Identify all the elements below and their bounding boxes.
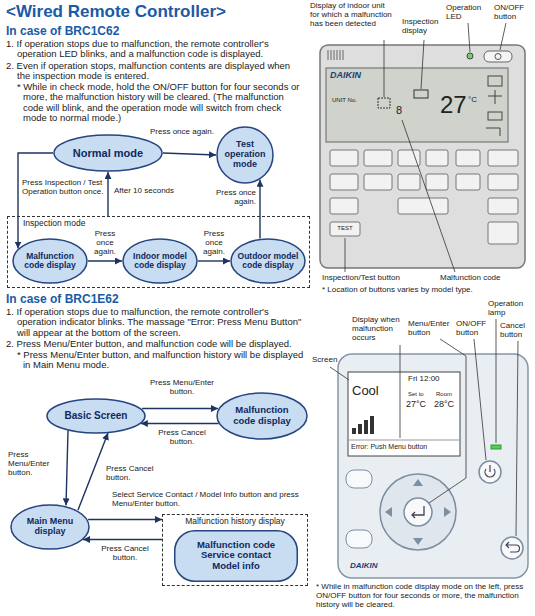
history-box: Malfunction code Service contact Model i…	[174, 530, 298, 582]
brand-logo: DAIKIN	[330, 71, 374, 81]
footnote: * While in malfunction code display mode…	[316, 583, 532, 609]
lcd-text: UNIT No.	[332, 97, 372, 104]
transition-arrow	[88, 519, 162, 520]
callout-text: Inspection display	[402, 18, 446, 36]
transition-label: After 10 seconds	[114, 186, 198, 195]
footnote: * Location of buttons varies by model ty…	[322, 286, 532, 295]
lcd-clock: Fri 12:00	[408, 375, 458, 384]
transition-label: Press Menu/Enter button.	[8, 450, 62, 478]
callout-text: Operation LED	[446, 4, 490, 22]
transition-label: Select Service Contact / Model Info butt…	[112, 490, 308, 508]
transition-arrow	[142, 408, 218, 409]
instruction-text: 1. If operation stops due to malfunction…	[6, 39, 304, 60]
flow-diagram: Normal modeTest operation modeInspection…	[6, 126, 304, 290]
callout-text: Display when malfunction occurs	[352, 316, 406, 342]
transition-arrow	[259, 180, 260, 239]
screen-ellipse: Main Menu display	[10, 504, 90, 550]
node-label: Outdoor model code display	[236, 252, 300, 271]
display-ellipse: Indoor model code display	[122, 238, 198, 284]
instruction-text: 2. Even if operation stops, malfunction …	[6, 61, 304, 82]
transition-label: Press Inspection / Test Operation button…	[22, 178, 106, 196]
page-title: <Wired Remote Controller>	[6, 2, 304, 22]
node-label: Malfunction code display	[18, 252, 82, 271]
note-text: * While in check mode, hold the ON/OFF b…	[6, 82, 304, 123]
callout-text: Display of indoor unit for which a malfu…	[310, 2, 392, 28]
lcd-temperature: 27°C	[406, 400, 432, 410]
callout-text: Menu/Enter button	[408, 320, 454, 338]
transition-arrow	[163, 153, 216, 155]
transition-arrow	[198, 260, 230, 261]
callout-text: ON/OFF button	[494, 4, 532, 22]
lcd-text: Room	[436, 391, 458, 398]
node-label: Test operation mode	[220, 140, 270, 170]
transition-label: Press Menu/Enter button.	[149, 378, 215, 396]
callout-text: Malfunction code	[440, 274, 530, 283]
transition-label: Press Cancel button.	[106, 464, 160, 482]
transition-label: Press Cancel button.	[149, 428, 215, 446]
instruction-text: 2. Press Menu/Enter button, and malfunct…	[6, 339, 304, 349]
lcd-text: Set to	[408, 391, 434, 398]
mode-group-box: Inspection modeMalfunction code display I…	[7, 216, 310, 288]
brand-logo: DAIKIN	[350, 562, 394, 571]
node-label: Malfunction code display	[227, 405, 297, 426]
callout-text: Screen	[312, 356, 342, 365]
lcd-mode: Cool	[352, 384, 396, 398]
transition-label: Press once again.	[200, 188, 256, 206]
transition-label: Press Cancel button.	[94, 544, 156, 562]
transition-arrow	[141, 423, 219, 424]
node-label: Main Menu display	[19, 517, 81, 537]
controller-brc1e62	[330, 319, 528, 578]
button-label: TEST	[331, 225, 359, 232]
callout-text: Cancel button	[500, 322, 532, 340]
transition-label: Press once again.	[198, 229, 230, 257]
lcd-error: Error: Push Menu button	[351, 443, 459, 451]
transition-arrow	[107, 172, 108, 216]
group-heading: Inspection mode	[8, 217, 309, 228]
callout-text: Operation lamp	[488, 300, 532, 318]
transition-arrow	[66, 430, 68, 505]
node-label: Normal mode	[73, 147, 143, 159]
controller-brc1c62	[320, 23, 525, 272]
node-label: Indoor model code display	[128, 252, 192, 271]
lcd-unit: °C	[468, 96, 482, 105]
transition-label: Press once again.	[150, 127, 226, 136]
text-group: In case of BRC1C621. If operation stops …	[6, 24, 304, 123]
transition-label: Press once again.	[89, 229, 121, 257]
screen-ellipse: Malfunction code display	[216, 392, 308, 440]
section-heading: In case of BRC1E62	[6, 292, 304, 306]
instruction-text: 1. If operation stops due to malfunction…	[6, 307, 304, 338]
callout-text: ON/OFF button	[456, 320, 490, 338]
text-column: <Wired Remote Controller>In case of BRC1…	[6, 0, 304, 586]
section-heading: In case of BRC1C62	[6, 24, 304, 38]
lcd-temperature: 28°C	[434, 400, 460, 410]
transition-arrow	[83, 539, 162, 540]
node-label: Basic Screen	[65, 410, 128, 421]
display-ellipse: Malfunction code display	[12, 238, 88, 284]
callout-text: Inspection/Test button	[322, 274, 442, 283]
note-text: * Press Menu/Enter button, and malfuncti…	[6, 350, 304, 371]
transition-arrow	[78, 433, 108, 510]
history-group-box: Malfunction history displayMalfunction c…	[162, 514, 308, 586]
node-label: Malfunction code Service contact Model i…	[190, 540, 282, 571]
transition-arrow	[88, 260, 122, 261]
transition-arrow	[18, 153, 53, 249]
flow-diagram: Basic Screen Malfunction code displayMain…	[6, 374, 304, 586]
screen-ellipse: Basic Screen	[46, 398, 146, 434]
lcd-temperature: 27	[440, 92, 470, 118]
display-ellipse: Outdoor model code display	[230, 238, 306, 284]
text-group: In case of BRC1E621. If operation stops …	[6, 292, 304, 371]
mode-ellipse: Normal mode	[53, 134, 163, 172]
mode-circle: Test operation mode	[216, 126, 274, 184]
group-heading: Malfunction history display	[163, 515, 307, 526]
lcd-code: 8	[396, 104, 408, 116]
